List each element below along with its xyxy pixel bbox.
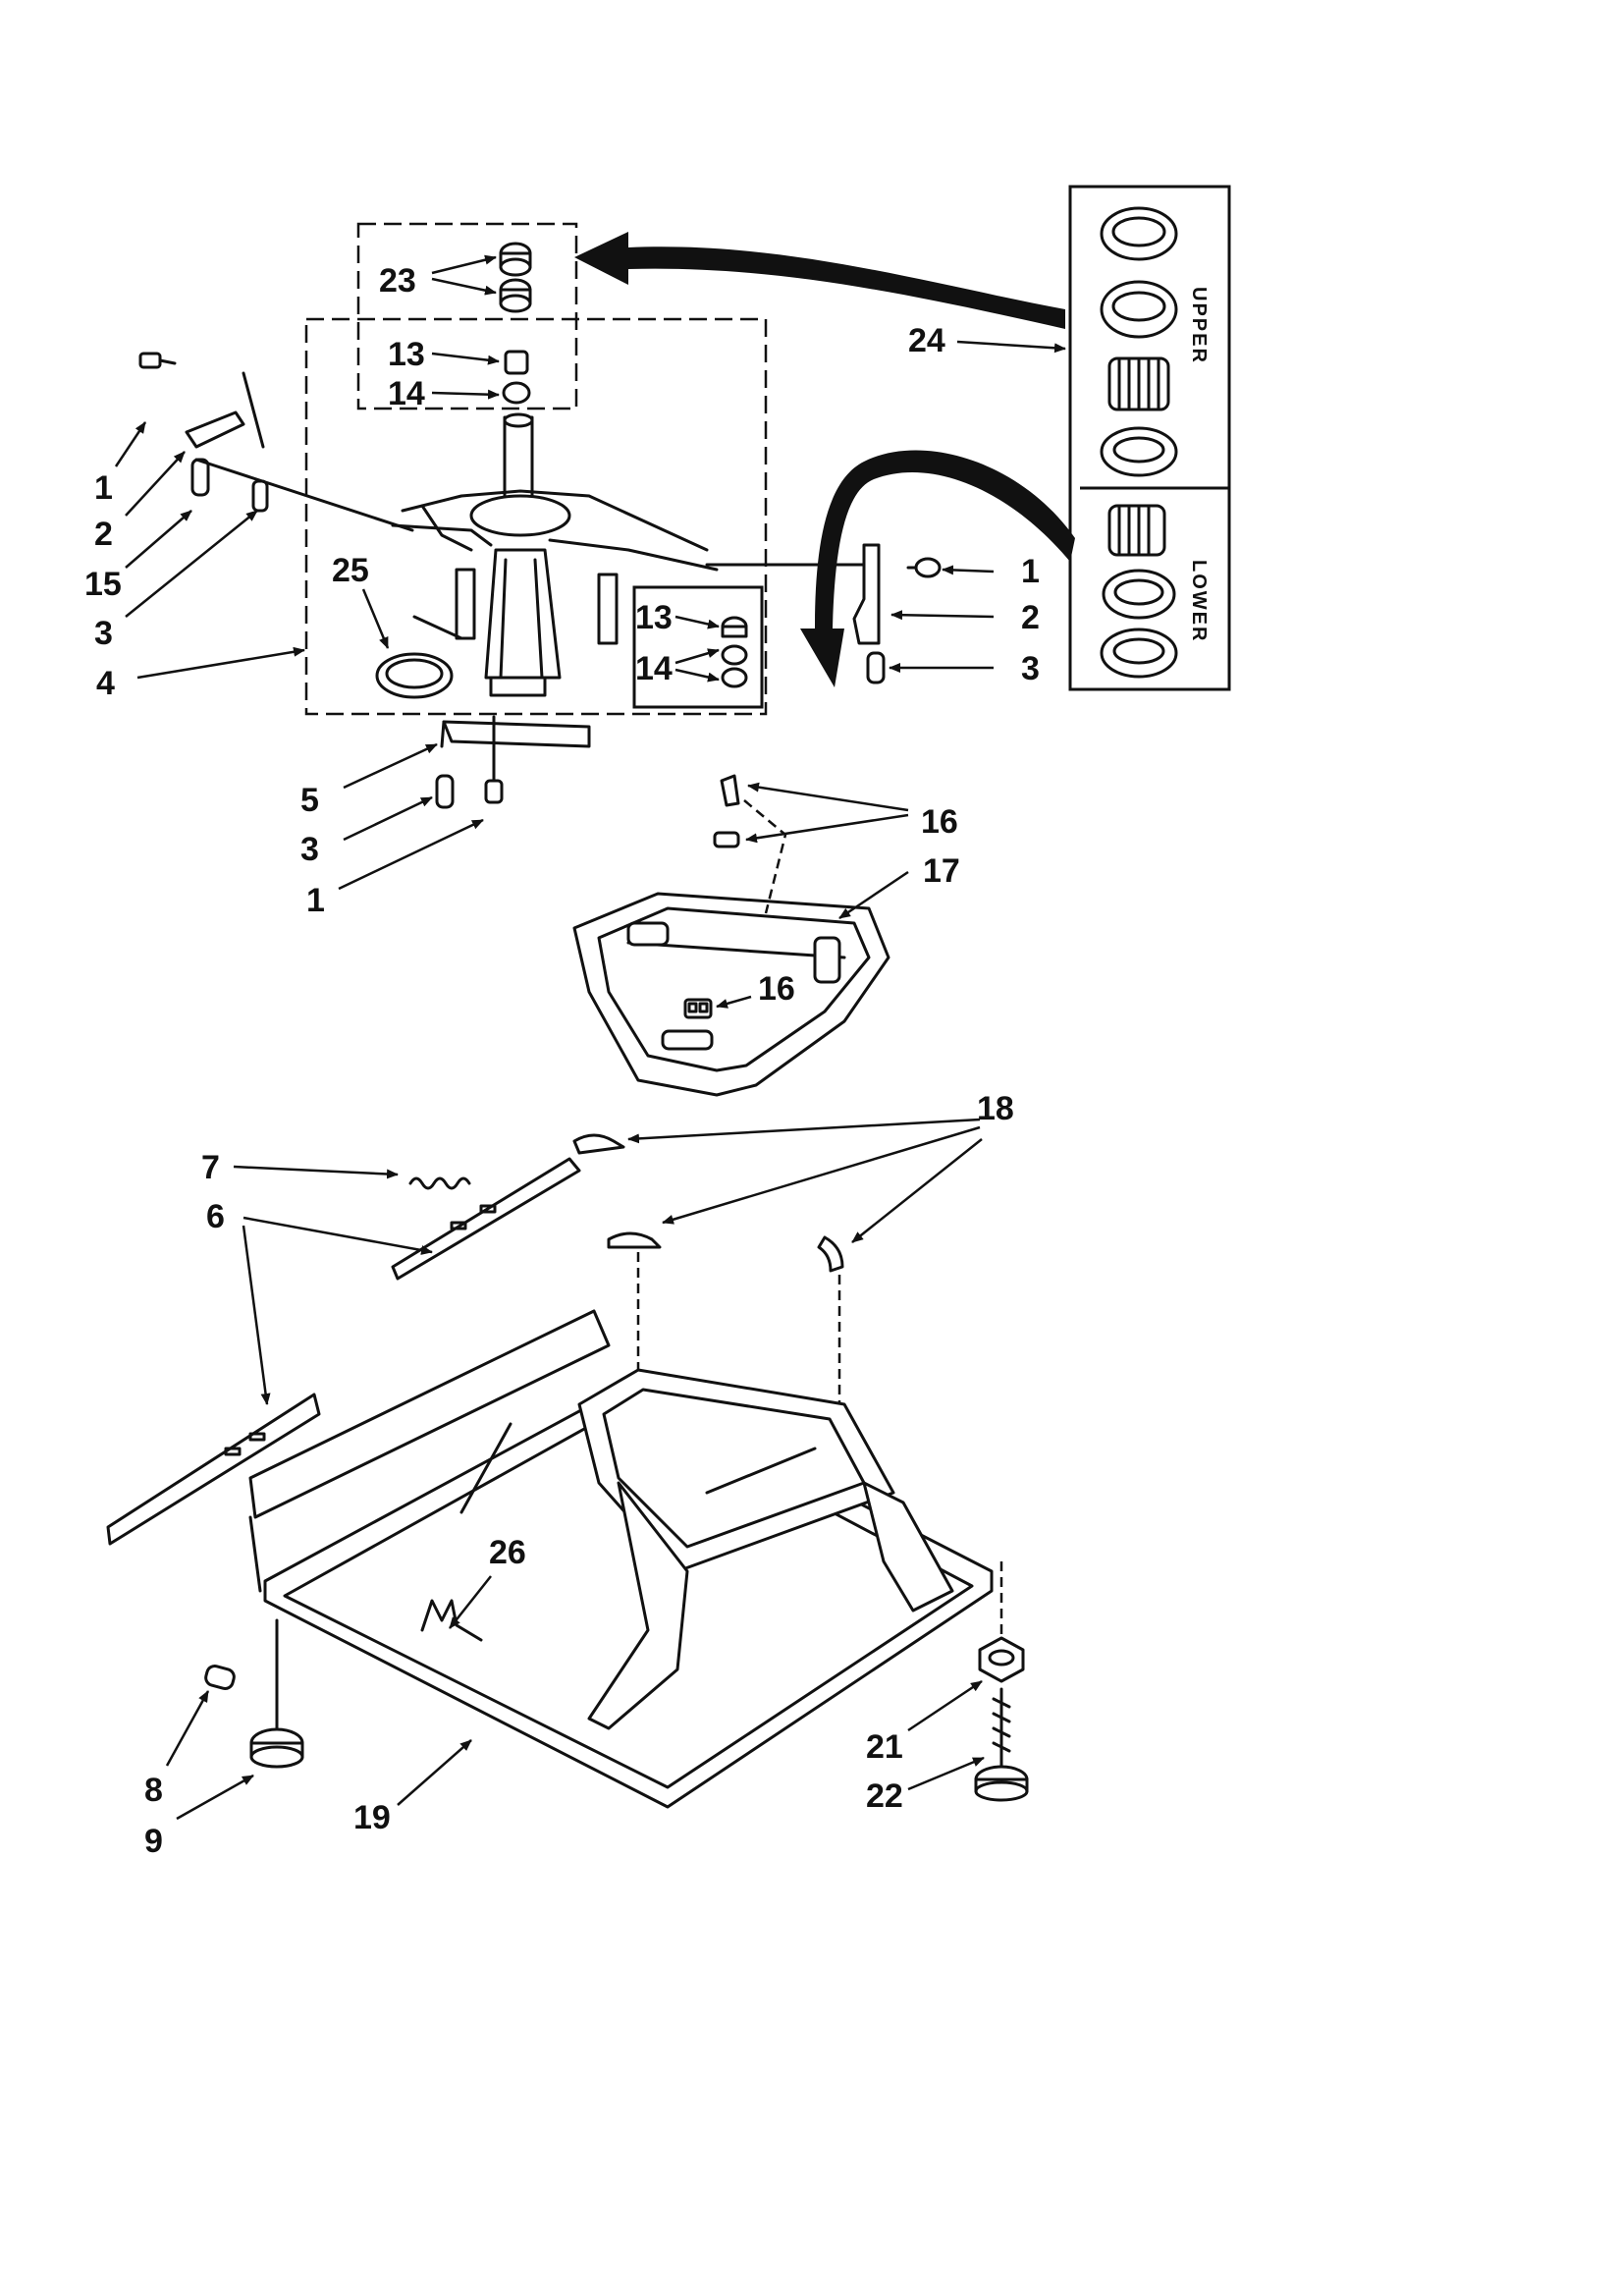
callout-3-right: 3: [1021, 650, 1040, 687]
suspension-spider: [391, 412, 719, 697]
callout-13-box: 13: [635, 599, 673, 636]
suspension-assembly-box: [304, 317, 768, 716]
clip-18-c: [817, 1235, 844, 1273]
clip-16-a: [720, 774, 740, 807]
hanger-26: [420, 1599, 483, 1642]
callout-1-bottom: 1: [306, 882, 325, 919]
bar-6-upper: [391, 1157, 581, 1281]
side-label-upper: UPPER: [1188, 287, 1210, 364]
callout-labels: 23 13 14 1 2 15 3 4 25 13 14 1 2 3 24 5 …: [84, 262, 1040, 1860]
clip-16-c: [683, 998, 713, 1019]
callout-19: 19: [353, 1799, 391, 1836]
clip-16-dash: [743, 799, 787, 914]
callout-23: 23: [379, 262, 416, 300]
bracket-5: [435, 715, 591, 809]
callout-16-mid: 16: [758, 970, 795, 1008]
clip-18-a: [572, 1133, 625, 1155]
kit-upper-items: [1100, 206, 1178, 477]
lower-kit-arrow: [800, 450, 1075, 687]
upper-kit-arrow: [574, 232, 1065, 329]
callout-4: 4: [96, 665, 115, 702]
bearing-13-box: [721, 616, 748, 638]
callout-6: 6: [206, 1198, 225, 1235]
leveling-leg-left: [204, 1618, 304, 1769]
left-bracket: [138, 352, 414, 532]
callout-3-left: 3: [94, 615, 113, 652]
callout-3-bottom: 3: [300, 831, 319, 868]
leveling-leg-right: [974, 1561, 1029, 1802]
callout-1-left: 1: [94, 469, 113, 507]
clip-18-b: [607, 1231, 662, 1249]
callout-2-right: 2: [1021, 599, 1040, 636]
bearing-14-top: [502, 381, 531, 405]
callout-7: 7: [201, 1149, 220, 1186]
bearing-13-top: [504, 350, 529, 375]
clip-16-b: [713, 831, 740, 848]
callout-14-top: 14: [388, 375, 425, 412]
callout-17: 17: [923, 852, 960, 890]
callout-15: 15: [84, 566, 122, 603]
bearing-14-box-b: [721, 667, 748, 688]
callout-21: 21: [866, 1728, 903, 1766]
callout-24: 24: [908, 322, 945, 359]
bearing-23-top: [499, 242, 532, 277]
ring-25: [375, 615, 463, 699]
bearing-kit-box: [1068, 185, 1231, 691]
callout-13-top: 13: [388, 336, 425, 373]
bar-6-lower: [106, 1393, 321, 1546]
callout-16-top: 16: [921, 803, 958, 841]
callout-1-right: 1: [1021, 553, 1040, 590]
bearing-14-box-a: [721, 644, 748, 666]
bearing-23-bottom: [499, 278, 532, 313]
right-bracket: [705, 543, 942, 684]
callout-22: 22: [866, 1777, 903, 1815]
upper-bearing-box: [356, 222, 578, 410]
callout-8: 8: [144, 1772, 163, 1809]
callout-18: 18: [977, 1090, 1014, 1127]
callout-26: 26: [489, 1534, 526, 1571]
base-frame-19: [248, 1309, 994, 1809]
frame-17: [572, 892, 890, 1097]
callout-2-left: 2: [94, 516, 113, 553]
callout-5: 5: [300, 782, 319, 819]
kit-lower-items: [1100, 504, 1178, 679]
callout-9: 9: [144, 1823, 163, 1860]
callout-25: 25: [332, 552, 369, 589]
side-label-lower: LOWER: [1188, 560, 1210, 642]
callout-14-box: 14: [635, 650, 673, 687]
leader-lines: [114, 254, 1066, 1821]
spring-7: [408, 1176, 471, 1190]
lower-bearing-box: [632, 585, 764, 709]
